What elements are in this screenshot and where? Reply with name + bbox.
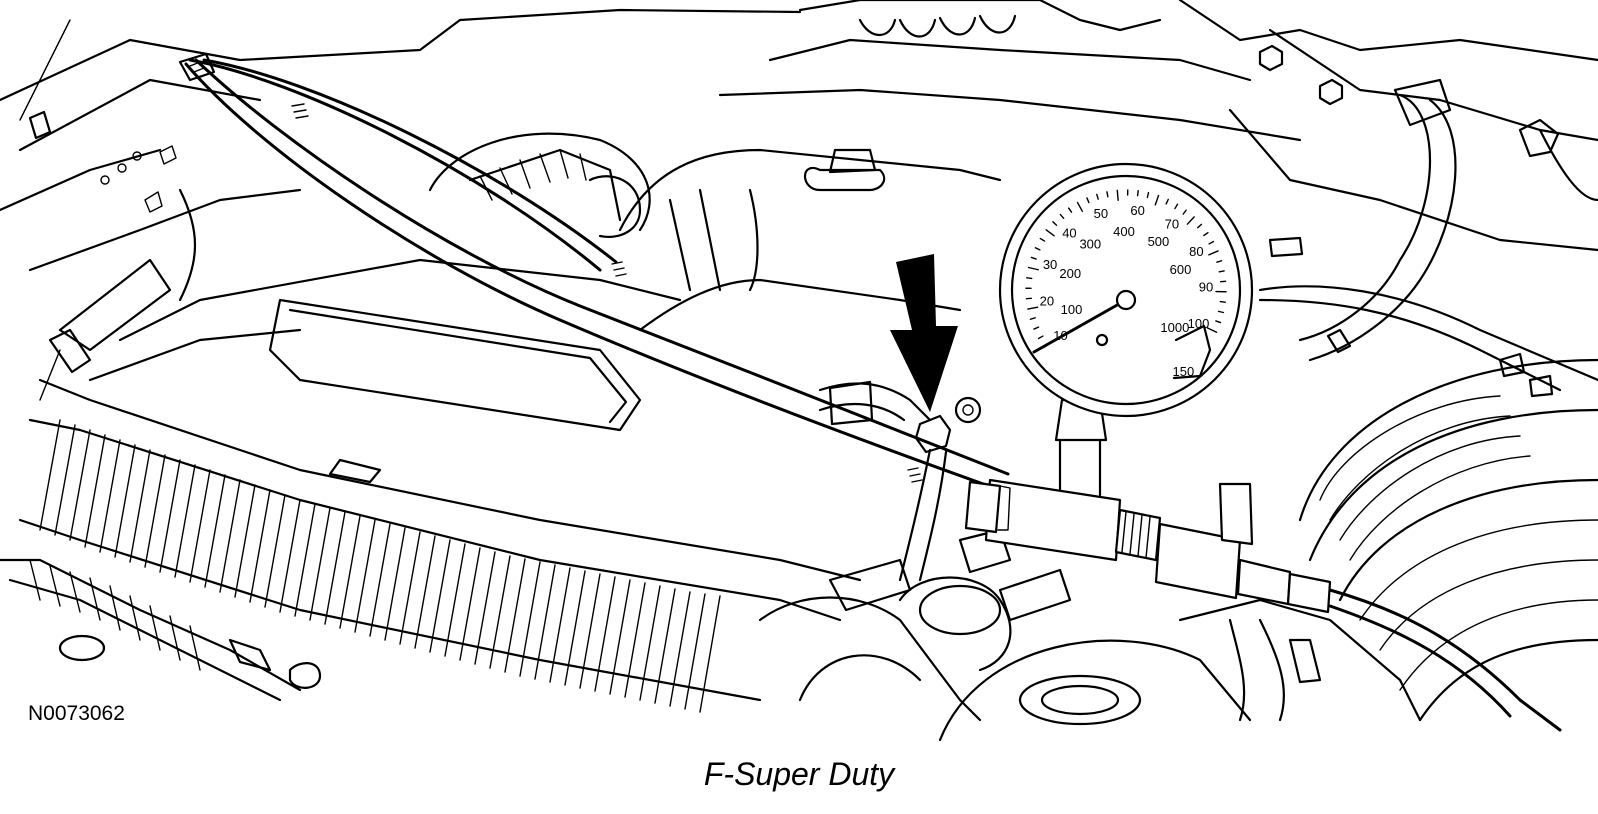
gauge-tick <box>1027 266 1040 271</box>
radiator-grille <box>0 378 862 713</box>
pointer-arrow <box>890 254 958 412</box>
gauge-tick <box>1034 247 1041 251</box>
engine-background <box>0 0 1598 742</box>
gauge-tick <box>1206 327 1218 333</box>
gauge-outer-label: 60 <box>1130 203 1144 218</box>
gauge-outer-label: 80 <box>1189 244 1203 259</box>
figure-caption: F-Super Duty <box>703 756 895 792</box>
gauge-tick <box>1045 229 1055 237</box>
gauge-inner-label: 200 <box>1059 266 1081 281</box>
gauge-tick <box>1030 256 1037 260</box>
gauge-tick <box>1196 223 1203 229</box>
gauge-tick <box>1116 189 1119 202</box>
tee-fitting <box>964 428 1562 732</box>
gauge-outer-label: 50 <box>1094 206 1108 221</box>
gauge-inner-label: 400 <box>1113 224 1135 239</box>
gauge-hose <box>178 52 1010 492</box>
gauge-tick <box>1186 216 1195 225</box>
gauge-tick <box>1136 190 1139 197</box>
gauge-tick <box>1218 270 1225 273</box>
gauge-outer-label: 90 <box>1199 280 1213 295</box>
gauge-tick <box>1033 326 1040 330</box>
gauge-tick <box>1174 203 1179 210</box>
gauge-inner-label: 1000 <box>1160 320 1189 335</box>
figure-id: N0073062 <box>28 702 125 725</box>
gauge-tick <box>1096 193 1099 200</box>
gauge-tick <box>1146 191 1150 199</box>
gauge-tick <box>1076 201 1084 212</box>
gauge-tick <box>1203 231 1209 237</box>
gauge-ticks <box>1025 189 1227 349</box>
gauge-tick <box>1165 198 1169 205</box>
corrugated-hose <box>1298 358 1598 722</box>
gauge-inner-label: 300 <box>1079 236 1101 251</box>
gauge-outer-label: 150 <box>1173 364 1195 379</box>
gauge-needle-hub <box>1115 289 1137 311</box>
gauge-tick <box>1208 240 1215 245</box>
gauge-tick <box>1067 207 1073 213</box>
gauge-tick <box>1026 277 1033 280</box>
gauge-tick <box>1037 335 1044 340</box>
gauge-outer-label: 70 <box>1165 216 1179 231</box>
gauge-tick <box>1219 300 1226 303</box>
gauge-tick <box>1216 260 1223 263</box>
gauge-tick <box>1039 237 1046 242</box>
gauge-tick <box>1029 317 1036 320</box>
gauge-tick <box>1086 197 1090 204</box>
gauge-tick <box>1106 191 1109 198</box>
gauge-tick <box>1182 209 1187 215</box>
gauge-outer-label: 40 <box>1062 225 1076 240</box>
gauge-outer-label: 30 <box>1043 257 1057 272</box>
gauge-inner-label: 500 <box>1148 234 1170 249</box>
gauge-tick <box>1059 213 1065 220</box>
gauge-tick <box>1208 250 1219 256</box>
gauge-tick <box>1052 221 1058 226</box>
gauge-outer-label: 20 <box>1040 294 1054 309</box>
gauge-tick <box>1154 194 1160 206</box>
gauge-tick <box>1027 306 1039 310</box>
gauge-needle <box>1032 298 1128 354</box>
gauge-inner-label: 100 <box>1061 302 1083 317</box>
gauge-tick <box>1217 310 1225 314</box>
gauge-tick <box>1215 320 1222 324</box>
gauge-inner-label: 600 <box>1170 262 1192 277</box>
